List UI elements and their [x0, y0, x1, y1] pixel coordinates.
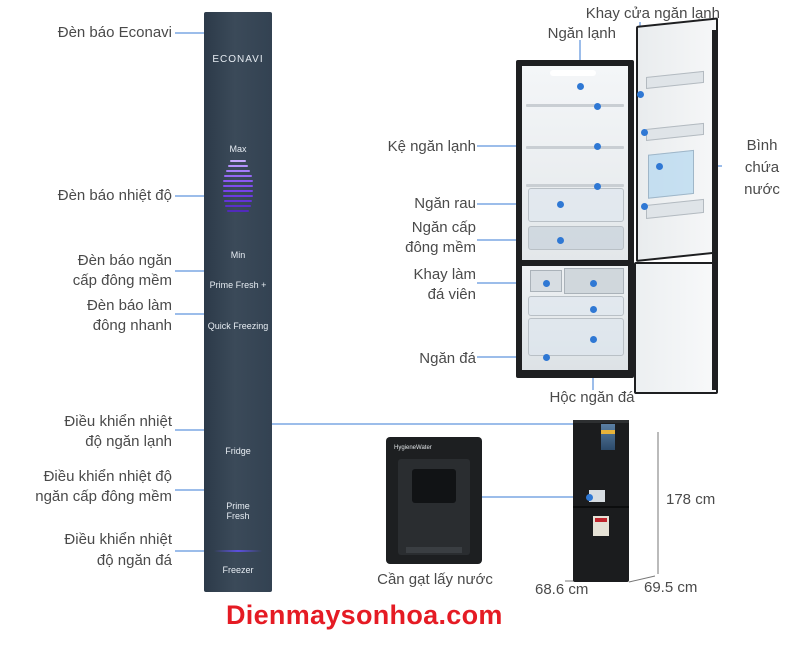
water-dispenser-image: HygieneWater — [386, 437, 482, 564]
dot-freezer-drawer-3 — [590, 336, 597, 343]
label-prime-indicator-line1: Đèn báo ngăn — [77, 252, 172, 269]
panel-freezer-button[interactable]: Freezer — [222, 565, 254, 575]
label-quick-freeze-line1: Đèn báo làm — [86, 297, 172, 314]
label-water-tank-line1: Bình — [746, 137, 778, 154]
label-freezer-control-line1: Điều khiển nhiệt — [64, 531, 172, 548]
label-vegetable: Ngăn rau — [414, 195, 476, 212]
fridge-door-open — [636, 17, 718, 262]
label-quick-freeze-line2: đông nhanh — [92, 317, 172, 334]
label-ice-tray-line1: Khay làm — [413, 266, 476, 283]
dot-vegetable — [557, 201, 564, 208]
label-freezer: Ngăn đá — [419, 350, 476, 367]
label-fridge-control-line1: Điều khiển nhiệt — [64, 413, 172, 430]
control-panel: ECONAVI Max Min Prime Fresh + Quick Free… — [204, 12, 272, 592]
label-prime-indicator-line2: cấp đông mềm — [72, 272, 172, 289]
dot-shelf-2 — [594, 143, 601, 150]
freezer-glow-bar — [214, 550, 262, 552]
label-soft-freeze-line2: đông mềm — [405, 239, 476, 256]
dot-dispenser — [586, 494, 593, 501]
dot-soft-freeze — [557, 237, 564, 244]
label-fridge-shelf: Kệ ngăn lạnh — [387, 138, 476, 155]
brand-watermark: Dienmaysonhoa.com — [226, 600, 503, 630]
panel-quick-freezing-text: Quick Freezing — [207, 321, 269, 331]
dot-fridge-compartment — [577, 83, 584, 90]
dimension-height: 178 cm — [666, 491, 716, 508]
label-water-tank-line3: nước — [744, 181, 780, 198]
label-econavi-indicator: Đèn báo Econavi — [57, 24, 172, 41]
dimension-width: 68.6 cm — [535, 581, 589, 598]
label-water-tank-line2: chứa — [744, 159, 780, 176]
label-ice-tray-line2: đá viên — [427, 286, 476, 303]
panel-min-text: Min — [230, 250, 246, 260]
panel-max-text: Max — [229, 144, 247, 154]
dispenser-brand-text: HygieneWater — [394, 445, 432, 451]
dot-door-tray-1 — [637, 91, 644, 98]
panel-fresh-text[interactable]: Fresh — [226, 511, 250, 521]
dot-ice-tray — [543, 280, 550, 287]
panel-prime-text[interactable]: Prime — [226, 501, 250, 511]
panel-econavi-text: ECONAVI — [212, 54, 264, 65]
dot-door-tray-3 — [641, 203, 648, 210]
label-fridge-control-line2: độ ngăn lạnh — [85, 433, 172, 450]
dot-door-tray-2 — [641, 129, 648, 136]
label-prime-control-line2: ngăn cấp đông mềm — [35, 488, 172, 505]
freezer-door-edge — [712, 262, 718, 390]
label-prime-control-line1: Điều khiển nhiệt độ — [43, 468, 172, 485]
label-temp-indicator: Đèn báo nhiệt độ — [57, 187, 172, 204]
dot-water-tank — [656, 163, 663, 170]
fridge-door-edge — [712, 30, 718, 262]
dot-freezer-drawer-2 — [590, 306, 597, 313]
dot-shelf-1 — [594, 103, 601, 110]
label-fridge-door-tray: Khay cửa ngăn lạnh — [585, 5, 720, 22]
panel-fridge-button[interactable]: Fridge — [225, 446, 251, 456]
label-freezer-drawer: Hộc ngăn đá — [549, 389, 635, 406]
dot-freezer — [543, 354, 550, 361]
panel-prime-fresh-plus-text: Prime Fresh + — [209, 280, 267, 290]
label-dispenser-lever: Cần gạt lấy nước — [377, 571, 493, 588]
fridge-front-image — [573, 420, 629, 582]
label-freezer-control-line2: độ ngăn đá — [96, 552, 172, 569]
dot-freezer-drawer-1 — [590, 280, 597, 287]
freezer-door-open — [634, 262, 718, 394]
label-soft-freeze-line1: Ngăn cấp — [411, 219, 476, 236]
open-fridge-illustration — [516, 60, 636, 378]
label-fridge-compartment: Ngăn lạnh — [547, 25, 616, 42]
dimension-depth: 69.5 cm — [644, 579, 698, 596]
dot-shelf-3 — [594, 183, 601, 190]
